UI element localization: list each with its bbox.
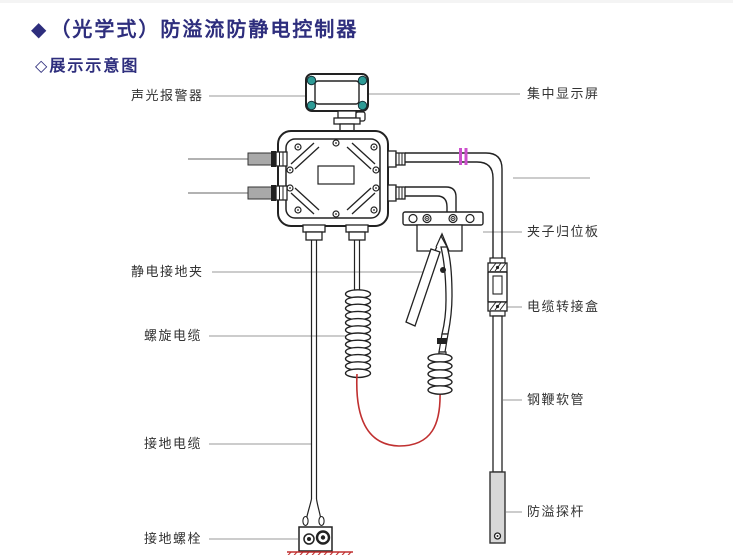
corner-screw-icon — [306, 100, 317, 111]
alarm-head-unit — [305, 73, 369, 133]
top-divider — [0, 0, 733, 3]
grounding-clip — [405, 234, 453, 359]
plate-cable — [405, 186, 457, 212]
clip-pivot-icon — [440, 267, 446, 273]
overflow-probe-rod — [489, 471, 506, 544]
label-static-clip: 静电接地夹 — [131, 264, 204, 279]
label-steel-hose: 钢鞭软管 — [527, 392, 586, 407]
corner-screw-icon — [357, 100, 368, 111]
section-subtitle-text: 展示示意图 — [49, 58, 140, 75]
diamond-filled-icon: ◆ — [31, 19, 47, 41]
label-junction-box: 电缆转接盒 — [527, 299, 600, 314]
label-display-screen: 集中显示屏 — [527, 86, 600, 101]
label-ground-cable: 接地电缆 — [144, 436, 203, 451]
page-title-text: （光学式）防溢流防静电控制器 — [50, 19, 359, 41]
label-alarm: 声光报警器 — [131, 88, 204, 103]
corner-screw-icon — [357, 75, 368, 86]
label-clip-plate: 夹子归位板 — [527, 224, 600, 239]
earth-hatching — [287, 551, 353, 555]
display-cable — [405, 148, 503, 258]
connector-mark-icon — [464, 148, 468, 165]
section-subtitle: ◇展示示意图 — [35, 52, 139, 76]
label-spiral-cable: 螺旋电缆 — [144, 328, 203, 343]
page-title: ◆（光学式）防溢流防静电控制器 — [31, 13, 358, 42]
steel-whip-hose — [492, 315, 503, 473]
label-probe-rod: 防溢探杆 — [527, 504, 586, 519]
clip-coil — [427, 353, 453, 395]
corner-ribs — [290, 142, 376, 215]
grounding-cable — [302, 240, 325, 527]
left-entry-cables — [188, 151, 288, 201]
right-gland-fittings — [387, 150, 406, 202]
spiral-cable-coil — [344, 240, 372, 379]
diamond-outline-icon: ◇ — [35, 58, 50, 75]
controller-box — [277, 130, 389, 227]
cable-junction-box — [487, 257, 508, 317]
connector-mark-icon — [459, 148, 462, 165]
red-loop-cable — [355, 373, 441, 447]
box-screws — [286, 139, 380, 218]
ground-terminal-block — [298, 526, 333, 552]
label-ground-bolt: 接地螺栓 — [144, 531, 203, 546]
leader-lines — [209, 93, 590, 540]
corner-screw-icon — [306, 75, 317, 86]
bottom-glands — [302, 224, 369, 241]
